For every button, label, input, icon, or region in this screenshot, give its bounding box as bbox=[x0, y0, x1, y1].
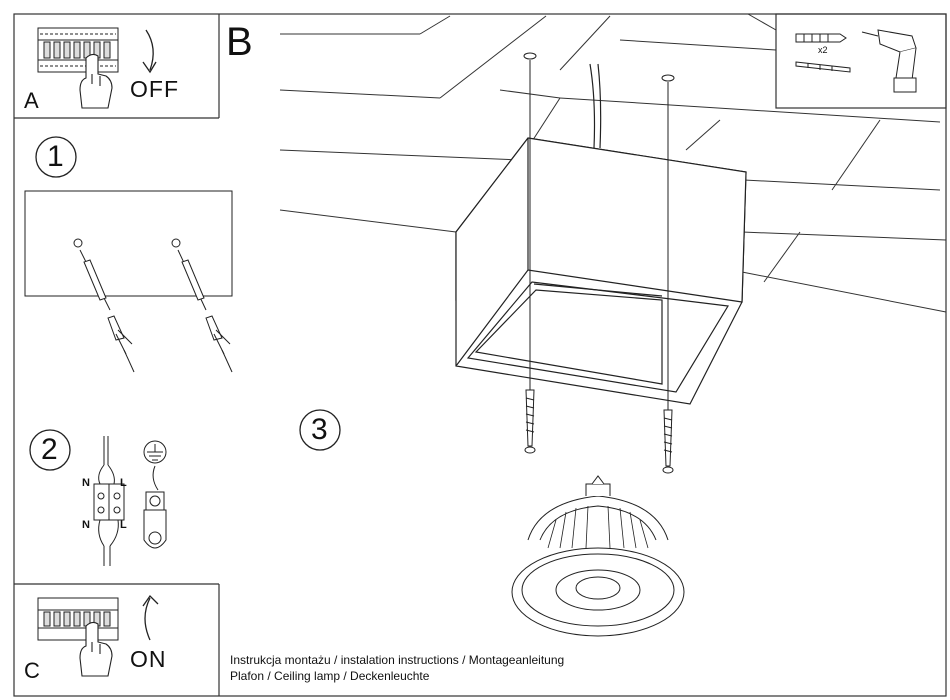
tools-box bbox=[775, 13, 947, 109]
step3-number: 3 bbox=[311, 413, 328, 446]
arrow-down-icon bbox=[142, 29, 157, 74]
screw-icon bbox=[523, 52, 537, 454]
neutral-label-bottom: N bbox=[82, 519, 90, 531]
footer-line-1: Instrukcja montażu / instalation instruc… bbox=[230, 653, 565, 667]
footer-line-2: Plafon / Ceiling lamp / Deckenleuchte bbox=[230, 669, 430, 683]
arrow-up-icon bbox=[142, 594, 159, 641]
step2-number: 2 bbox=[41, 433, 58, 466]
terminal-block-icon bbox=[93, 436, 125, 566]
step1-circle bbox=[35, 136, 77, 178]
neutral-label-top: N bbox=[82, 477, 90, 489]
dowel-icon bbox=[795, 33, 847, 43]
dowel-icon bbox=[73, 238, 135, 373]
step1-number: 1 bbox=[47, 140, 64, 173]
breaker-panel-icon bbox=[37, 27, 119, 73]
lamp-box bbox=[455, 137, 747, 405]
ceiling-lines bbox=[279, 13, 947, 313]
screw-icon bbox=[661, 74, 675, 474]
breaker-panel-icon bbox=[37, 597, 119, 641]
panel-a-letter: A bbox=[24, 88, 39, 113]
ar111-bulb bbox=[511, 475, 685, 637]
panel-b-letter: B bbox=[226, 20, 253, 64]
quantity-label: x2 bbox=[818, 45, 828, 55]
screw-icon bbox=[795, 61, 851, 73]
live-label-bottom: L bbox=[120, 519, 127, 531]
power-cable bbox=[589, 63, 602, 149]
outer-frame bbox=[13, 13, 947, 697]
step3-circle bbox=[299, 409, 341, 451]
drill-icon bbox=[861, 29, 917, 93]
wall-panel bbox=[24, 190, 233, 297]
live-label-top: L bbox=[120, 477, 127, 489]
dowel-icon bbox=[171, 238, 233, 373]
panel-c-letter: C bbox=[24, 658, 40, 683]
ground-symbol-icon bbox=[143, 440, 167, 549]
step2-circle bbox=[29, 429, 71, 471]
on-label: ON bbox=[130, 646, 167, 672]
hand-icon bbox=[79, 53, 113, 109]
off-label: OFF bbox=[130, 76, 179, 102]
hand-icon bbox=[79, 621, 113, 677]
